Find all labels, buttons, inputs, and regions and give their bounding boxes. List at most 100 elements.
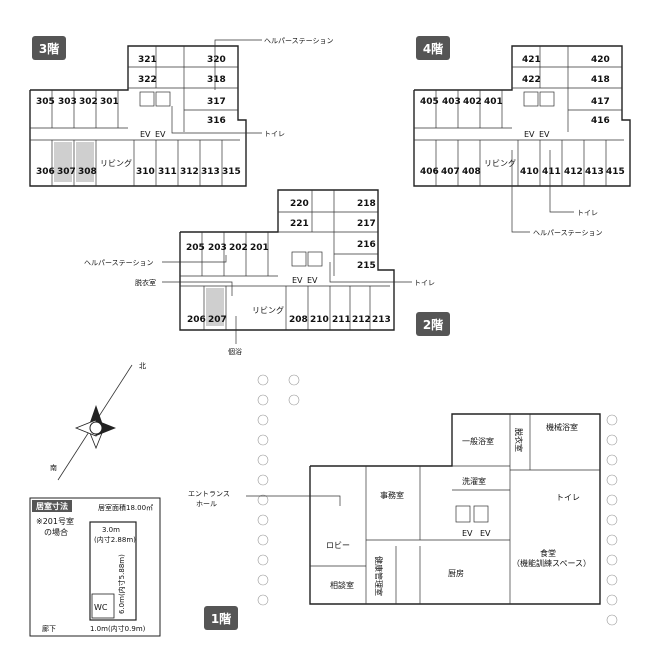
- room-405: 405: [420, 97, 439, 107]
- room-size-wc: WC: [94, 603, 108, 612]
- elevator-1: EV: [140, 130, 151, 139]
- room-313: 313: [201, 167, 220, 177]
- callout-helper-station: ヘルパーステーション: [533, 229, 603, 237]
- living-label: リビング: [484, 158, 516, 168]
- room-321: 321: [138, 55, 157, 65]
- room-212: 212: [352, 315, 371, 325]
- room-421: 421: [522, 55, 541, 65]
- room-size-dim-side: 6.0m(内寸5.88m): [117, 554, 126, 614]
- floor-4-badge: 4階: [416, 36, 450, 60]
- room-size-corridor: 廊下: [42, 624, 56, 633]
- room-312: 312: [180, 167, 199, 177]
- room-202: 202: [229, 243, 248, 253]
- dining-line2: （機能訓練スペース）: [512, 558, 591, 568]
- lobby: ロビー: [326, 541, 350, 550]
- room-308: 308: [78, 167, 97, 177]
- room-221: 221: [290, 219, 309, 229]
- room-215: 215: [357, 261, 376, 271]
- floor-1-badge: 1階: [204, 606, 238, 630]
- room-415: 415: [606, 167, 625, 177]
- room-418: 418: [591, 75, 610, 85]
- room-211: 211: [332, 315, 351, 325]
- entrance-line1: エントランス: [188, 490, 230, 498]
- room-size-case-line2: の場合: [44, 527, 68, 537]
- room-size-dim-top: 3.0m: [102, 526, 120, 534]
- room-303: 303: [58, 97, 77, 107]
- machine-bath: 機械浴室: [546, 422, 578, 432]
- office: 事務室: [380, 490, 404, 500]
- floor-3-badge: 3階: [32, 36, 66, 60]
- compass-north: 北: [139, 362, 146, 370]
- living-label: リビング: [100, 158, 132, 168]
- elevator-2: EV: [480, 529, 491, 538]
- floor-2-plan: 220 221 218 217 216 215 205 203 202 201 …: [84, 189, 435, 356]
- room-406: 406: [420, 167, 439, 177]
- room-411: 411: [542, 167, 561, 177]
- room-305: 305: [36, 97, 55, 107]
- callout-toilet: トイレ: [264, 130, 285, 138]
- compass-south: 南: [50, 463, 57, 472]
- room-401: 401: [484, 97, 503, 107]
- room-218: 218: [357, 199, 376, 209]
- room-316: 316: [207, 116, 226, 126]
- floor-4-plan: 421 422 420 418 417 416 405 403 402 401 …: [413, 45, 631, 237]
- entrance-line2: ホール: [196, 500, 217, 508]
- callout-toilet: トイレ: [414, 279, 435, 287]
- room-201: 201: [250, 243, 269, 253]
- room-307: 307: [57, 167, 76, 177]
- callout-toilet: トイレ: [577, 209, 598, 217]
- laundry-room: 洗濯室: [462, 476, 486, 486]
- elevator-2: EV: [307, 276, 318, 285]
- floor-2-badge: 2階: [416, 312, 450, 336]
- room-422: 422: [522, 75, 541, 85]
- room-420: 420: [591, 55, 610, 65]
- room-322: 322: [138, 75, 157, 85]
- room-403: 403: [442, 97, 461, 107]
- room-410: 410: [520, 167, 539, 177]
- room-220: 220: [290, 199, 309, 209]
- health-room: 健康管理室: [374, 556, 384, 596]
- room-206: 206: [187, 315, 206, 325]
- room-417: 417: [591, 97, 610, 107]
- room-302: 302: [79, 97, 98, 107]
- floor-1-plan: 一般浴室 脱衣室 機械浴室 洗濯室 事務室 トイレ EV EV ロビー 健康管理…: [188, 374, 618, 626]
- room-306: 306: [36, 167, 55, 177]
- room-size-dim-top-inner: (内寸2.88m): [94, 535, 136, 544]
- elevator-2: EV: [155, 130, 166, 139]
- elevator-1: EV: [292, 276, 303, 285]
- room-301: 301: [100, 97, 119, 107]
- callout-dressing: 脱衣室: [135, 278, 156, 287]
- dressing-room: 脱衣室: [514, 428, 524, 452]
- toilet: トイレ: [556, 493, 580, 502]
- room-208: 208: [289, 315, 308, 325]
- room-318: 318: [207, 75, 226, 85]
- room-310: 310: [136, 167, 155, 177]
- room-311: 311: [158, 167, 177, 177]
- room-213: 213: [372, 315, 391, 325]
- compass-rose: 北 南: [50, 362, 146, 481]
- shaded-room-308: [76, 142, 94, 182]
- room-217: 217: [357, 219, 376, 229]
- room-407: 407: [441, 167, 460, 177]
- floor-3-plan: 321 322 320 318 317 316 305 303 302 301 …: [29, 37, 334, 187]
- room-207: 207: [208, 315, 227, 325]
- callout-private-bath: 個浴: [228, 347, 242, 356]
- room-210: 210: [310, 315, 329, 325]
- room-402: 402: [463, 97, 482, 107]
- dining-line1: 食堂: [540, 548, 556, 558]
- room-205: 205: [186, 243, 205, 253]
- room-320: 320: [207, 55, 226, 65]
- room-216: 216: [357, 240, 376, 250]
- room-size-dim-bottom: 1.0m(内寸0.9m): [90, 624, 146, 633]
- room-408: 408: [462, 167, 481, 177]
- room-size-case-line1: ※201号室: [36, 516, 74, 526]
- elevator-2: EV: [539, 130, 550, 139]
- kitchen: 厨房: [448, 568, 464, 578]
- elevator-1: EV: [524, 130, 535, 139]
- shaded-room-207: [206, 288, 224, 326]
- shaded-room-307: [54, 142, 72, 182]
- general-bath: 一般浴室: [462, 436, 494, 446]
- callout-helper-station: ヘルパーステーション: [84, 259, 154, 267]
